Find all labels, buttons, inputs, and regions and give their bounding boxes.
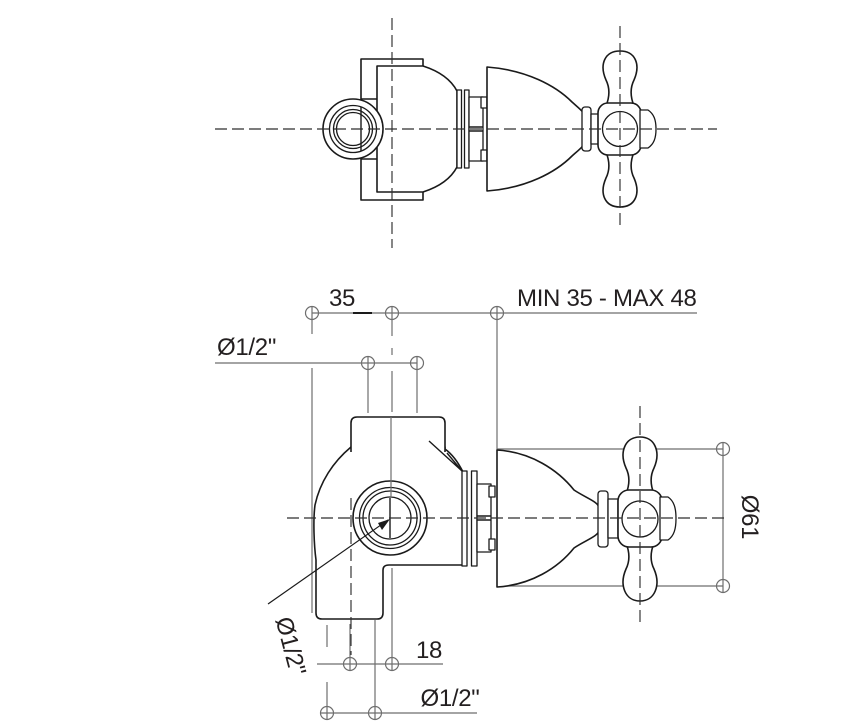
dimension-label-35: 35 bbox=[329, 285, 355, 312]
dimension-label-port-center: Ø1/2" bbox=[270, 614, 311, 678]
top-view bbox=[215, 18, 717, 248]
dimension-label-diameter-61: Ø61 bbox=[736, 495, 763, 539]
top-view-nut-tab-top bbox=[480, 96, 488, 109]
dimension-label-18: 18 bbox=[416, 637, 442, 664]
top-view-escutcheon bbox=[486, 66, 585, 192]
leader-line bbox=[267, 519, 389, 605]
dimension-label-inlet-bottom: Ø1/2" bbox=[420, 685, 479, 712]
leader-arrow bbox=[378, 519, 390, 530]
dimension-labels: 35 MIN 35 - MAX 48 Ø1/2" Ø61 Ø1/2" 18 Ø1… bbox=[217, 285, 763, 712]
top-view-body-steps bbox=[361, 98, 377, 160]
front-view: 35 MIN 35 - MAX 48 Ø1/2" Ø61 Ø1/2" 18 Ø1… bbox=[215, 285, 763, 721]
top-view-flange-plate-2 bbox=[463, 89, 470, 169]
front-view-nut-tab-top bbox=[488, 485, 496, 498]
top-view-nut-waist bbox=[469, 126, 483, 132]
front-view-top-boss bbox=[350, 416, 446, 452]
top-view-nut-tab-bottom bbox=[480, 149, 488, 162]
front-view-neck-ring bbox=[597, 490, 609, 548]
dimension-label-inlet-top: Ø1/2" bbox=[217, 334, 276, 361]
front-view-nut-tab-bottom bbox=[488, 538, 496, 551]
dimension-label-min-max: MIN 35 - MAX 48 bbox=[517, 285, 697, 312]
front-view-nut-waist bbox=[477, 515, 491, 521]
front-view-fold-lines bbox=[428, 440, 463, 472]
